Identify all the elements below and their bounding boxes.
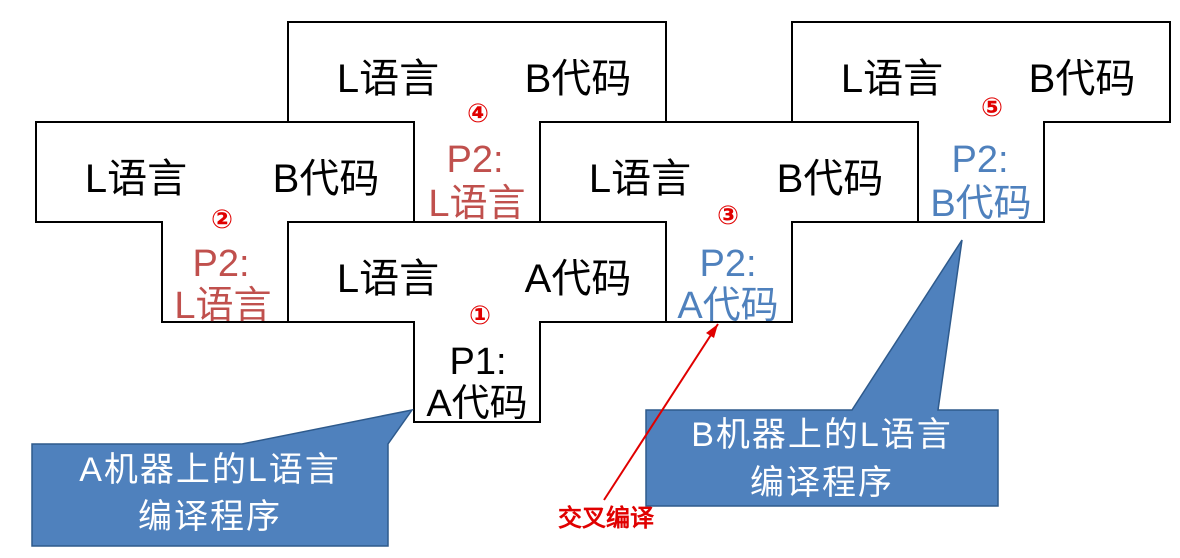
callout-b-line2: 编译程序	[750, 464, 894, 502]
callout-a-shape	[31, 408, 414, 547]
t-diagram-5-source: L语言	[841, 57, 943, 101]
t-diagram-2: L语言 B代码 ② P2: L语言	[85, 157, 379, 327]
t-diagram-3-impl-line2: A代码	[677, 285, 778, 327]
callout-a-compiler: A机器上的L语言 编译程序	[31, 408, 414, 547]
t-diagram-3-impl-line1: P2:	[699, 243, 756, 285]
t-diagram-5-impl-line1: P2:	[951, 139, 1008, 181]
t-diagram-4-impl-line2: L语言	[428, 183, 525, 225]
callout-a-line1: A机器上的L语言	[79, 451, 341, 489]
t-diagram-5-impl-line2: B代码	[930, 183, 1031, 225]
t-diagram-2-source: L语言	[85, 157, 187, 201]
t-diagram-1-impl-line2: A代码	[426, 383, 527, 425]
t-diagram-2-target: B代码	[273, 157, 380, 201]
cross-compile-arrow	[603, 323, 719, 501]
t-diagram-4-source: L语言	[337, 57, 439, 101]
t-diagram-1-impl-line1: P1:	[449, 341, 506, 383]
callout-a-line2: 编译程序	[138, 498, 282, 536]
cross-compile-label: 交叉编译	[558, 504, 655, 532]
cross-compile-arrowhead	[706, 324, 718, 338]
callout-b-line1: B机器上的L语言	[691, 416, 953, 454]
t-diagram-5-number: ⑤	[981, 92, 1003, 122]
t-diagram-1-source: L语言	[337, 257, 439, 301]
t-diagram-3-target: B代码	[777, 157, 884, 201]
t-diagram-2-impl-line2: L语言	[174, 285, 271, 327]
t-diagram-5: L语言 B代码 ⑤ P2: B代码	[841, 57, 1135, 225]
t-diagram-2-number: ②	[211, 204, 233, 234]
t-diagram-3-number: ③	[717, 200, 739, 230]
t-diagram-4-impl-line1: P2:	[446, 139, 503, 181]
t-diagram-5-target: B代码	[1029, 57, 1136, 101]
t-diagram-4-target: B代码	[525, 57, 632, 101]
t-diagram-2-impl-line1: P2:	[192, 243, 249, 285]
t-diagram-1-target: A代码	[525, 257, 632, 301]
t-diagram-1-outline	[287, 221, 667, 423]
callout-b-compiler: B机器上的L语言 编译程序	[645, 239, 999, 507]
callout-b-shape	[645, 239, 999, 507]
t-diagram-3: L语言 B代码 ③ P2: A代码	[589, 157, 883, 327]
t-diagram-3-source: L语言	[589, 157, 691, 201]
t-diagram-4-number: ④	[467, 98, 489, 128]
t-diagram-4: L语言 B代码 ④ P2: L语言	[337, 57, 631, 225]
t-diagram-1-number: ①	[469, 300, 491, 330]
t-diagram-1: L语言 A代码 ① P1: A代码	[337, 257, 631, 425]
cross-compile-line	[603, 323, 719, 501]
